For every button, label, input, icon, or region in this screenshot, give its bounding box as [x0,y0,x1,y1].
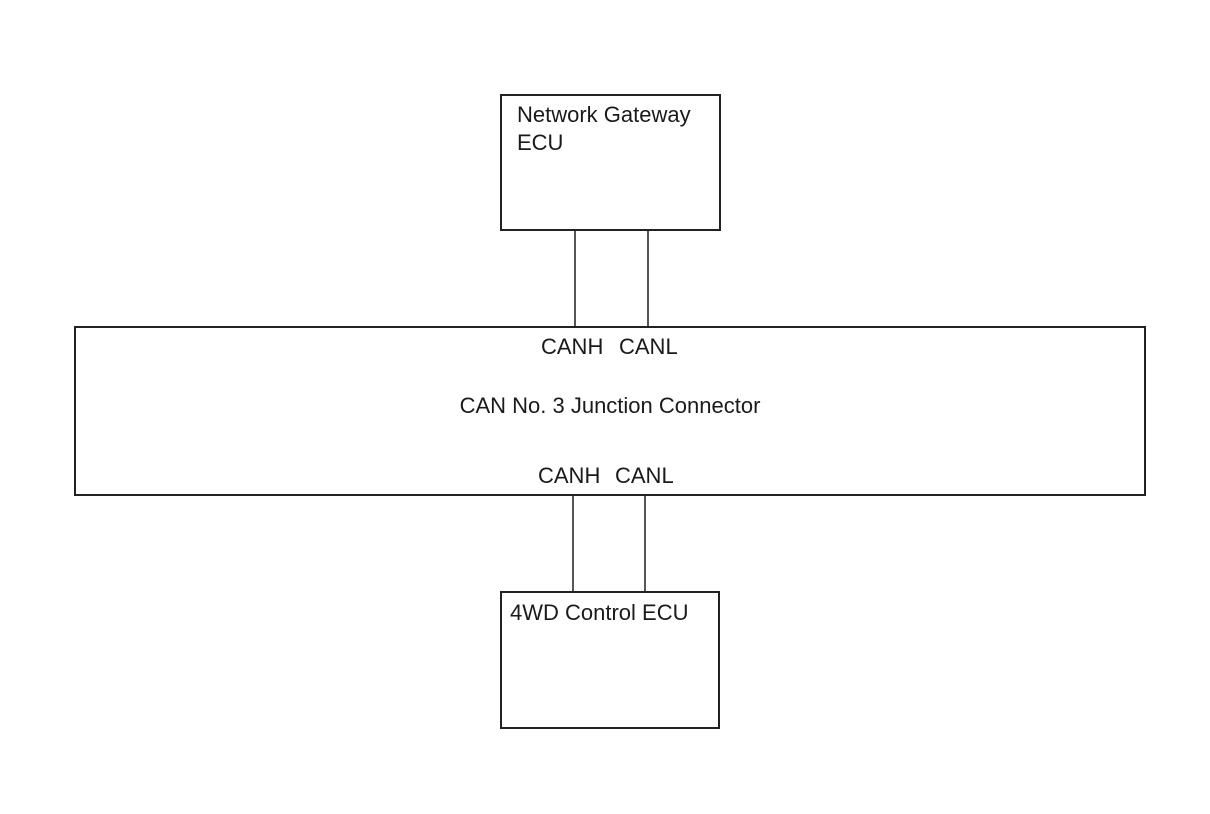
wire-gateway-canh [574,231,576,326]
bottom-canh-pin-label: CANH [538,463,601,488]
top-canh-pin-label: CANH [541,334,604,359]
network-gateway-ecu-box: Network Gateway ECU [500,94,721,231]
top-canl-pin-label: CANL [619,334,678,359]
can-junction-connector-box: CANH CANL CAN No. 3 Junction Connector C… [74,326,1146,496]
wire-gateway-canl [647,231,649,326]
junction-connector-title: CAN No. 3 Junction Connector [459,393,761,418]
wire-4wd-canl [644,496,646,591]
4wd-control-ecu-label: 4WD Control ECU [510,600,689,625]
bottom-canl-pin-label: CANL [615,463,674,488]
4wd-control-ecu-box: 4WD Control ECU [500,591,720,729]
network-gateway-ecu-label: Network Gateway ECU [517,102,691,155]
wire-4wd-canh [572,496,574,591]
